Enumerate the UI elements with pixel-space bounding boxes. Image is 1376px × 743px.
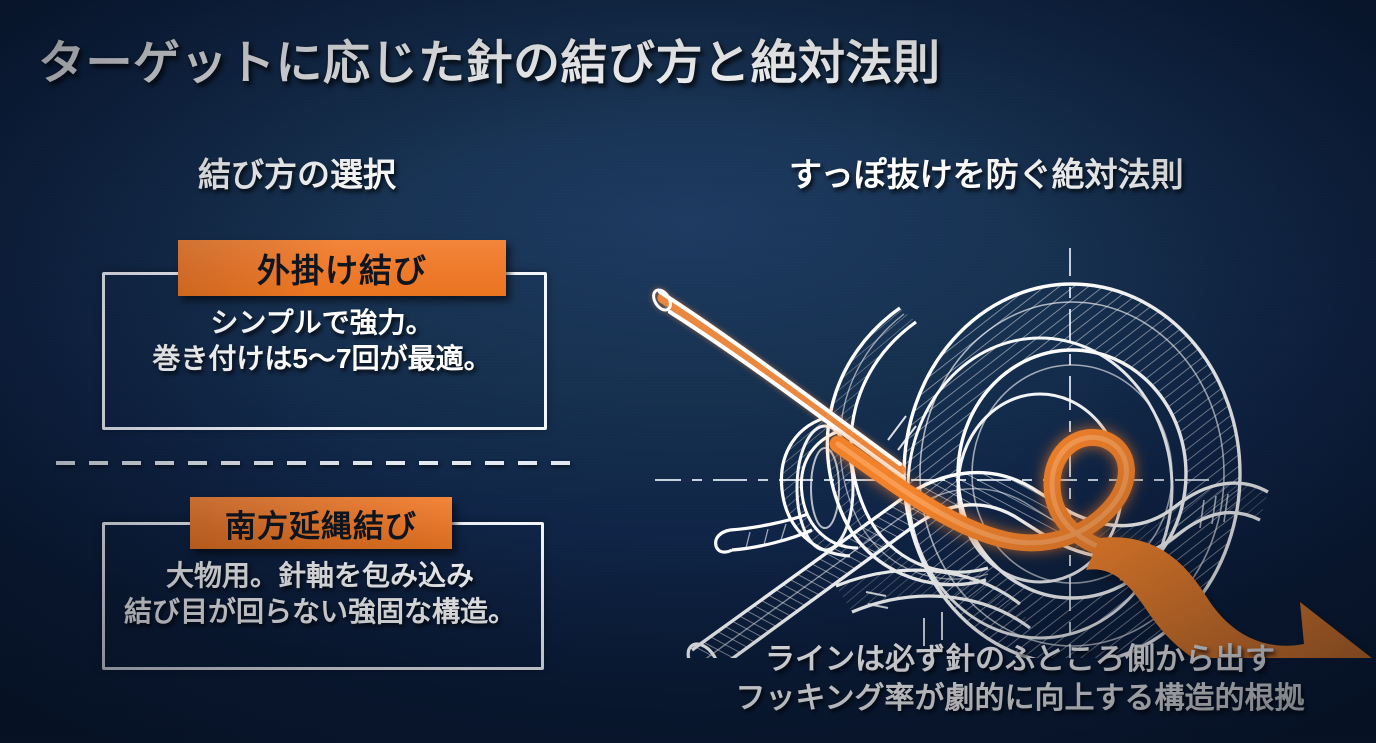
knot-description: シンプルで強力。 巻き付けは5〜7回が最適。 — [110, 305, 534, 378]
knot-description: 大物用。針軸を包み込み 結び目が回らない強固な構造。 — [108, 558, 532, 631]
diagram-caption-line-2: フッキング率が劇的に向上する構造的根拠 — [735, 682, 1305, 715]
knot-description-line-2: 巻き付けは5〜7回が最適。 — [152, 343, 492, 375]
knot-wraps-icon — [714, 306, 1153, 646]
knot-name-badge: 外掛け結び — [178, 240, 506, 296]
knot-description-line-1: 大物用。針軸を包み込み — [165, 560, 474, 591]
hook-knot-diagram — [600, 188, 1376, 658]
knot-name-badge: 南方延縄結び — [190, 497, 452, 549]
section-divider — [56, 461, 574, 465]
tag-end-icon — [652, 288, 906, 480]
knot-description-line-2: 結び目が回らない強固な構造。 — [123, 596, 516, 628]
right-panel-heading: すっぽ抜けを防ぐ絶対法則 — [789, 156, 1184, 193]
main-line-icon — [829, 428, 1141, 563]
direction-arrow-icon — [1086, 537, 1372, 658]
left-panel-heading: 結び方の選択 — [198, 156, 396, 193]
diagram-caption-line-1: ラインは必ず針のふところ側から出す — [765, 643, 1275, 676]
knot-description-line-1: シンプルで強力。 — [210, 307, 434, 338]
page-title: ターゲットに応じた針の結び方と絶対法則 — [38, 38, 941, 90]
diagram-caption: ラインは必ず針のふところ側から出す フッキング率が劇的に向上する構造的根拠 — [700, 640, 1340, 718]
